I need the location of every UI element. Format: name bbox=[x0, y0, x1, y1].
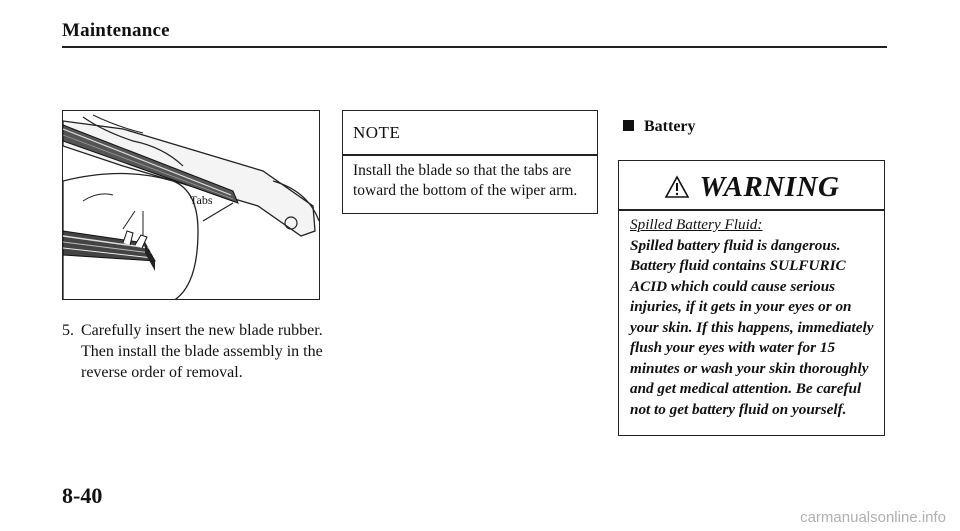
warning-triangle-icon bbox=[664, 175, 689, 198]
step-text: Carefully insert the new blade rubber. T… bbox=[81, 322, 323, 381]
square-bullet-icon bbox=[623, 120, 634, 131]
step-number: 5. bbox=[62, 322, 74, 339]
page-section-title: Maintenance bbox=[62, 20, 170, 41]
warning-divider bbox=[619, 209, 884, 211]
warning-box: WARNING Spilled Battery Fluid: Spilled b… bbox=[618, 160, 885, 436]
wiper-blade-illustration bbox=[63, 114, 319, 299]
note-text: Install the blade so that the tabs are t… bbox=[353, 162, 578, 199]
warning-body: Spilled Battery Fluid: Spilled battery f… bbox=[630, 215, 880, 420]
note-divider bbox=[343, 154, 597, 156]
watermark: carmanualsonline.info bbox=[800, 509, 946, 526]
note-box: NOTE Install the blade so that the tabs … bbox=[342, 110, 598, 214]
battery-heading-label: Battery bbox=[644, 118, 696, 135]
note-title: NOTE bbox=[353, 123, 401, 142]
warning-title-text: WARNING bbox=[699, 171, 840, 203]
battery-heading: Battery bbox=[623, 118, 696, 136]
header-divider bbox=[62, 46, 887, 48]
warning-title: WARNING bbox=[619, 171, 884, 204]
warning-text: Spilled battery fluid is dangerous. Batt… bbox=[630, 236, 874, 418]
page-number: 8-40 bbox=[62, 483, 103, 508]
wiper-blade-figure: Tabs bbox=[62, 110, 320, 300]
step-5: 5. Carefully insert the new blade rubber… bbox=[62, 320, 332, 383]
figure-label-tabs: Tabs bbox=[190, 193, 213, 207]
warning-subheading: Spilled Battery Fluid: bbox=[630, 216, 763, 233]
